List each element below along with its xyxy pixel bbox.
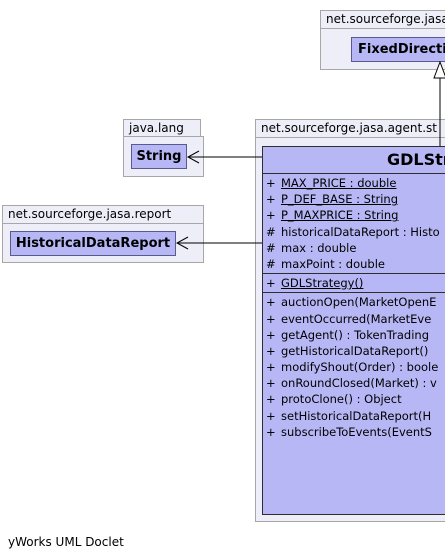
package-tab-agent: net.sourceforge.jasa.agent.st — [255, 119, 445, 138]
generalization-arrowhead — [433, 60, 445, 79]
class-title: GDLStr — [263, 147, 445, 174]
package-name: net.sourceforge.jasa.report — [8, 207, 172, 221]
method-row: +subscribeToEvents(EventS — [266, 424, 432, 439]
method-row: +getHistoricalDataReport() — [266, 343, 429, 358]
package-name: net.sourceforge.jasa — [326, 12, 445, 26]
class-name: HistoricalDataReport — [15, 236, 171, 251]
method-row: +protoClone() : Object — [266, 392, 402, 407]
attribute-row: #historicalDataReport : Histo — [266, 224, 440, 239]
method-row: +onRoundClosed(Market) : v — [266, 376, 437, 391]
class-string[interactable]: String — [131, 144, 187, 169]
constructor-row: +GDLStrategy() — [266, 276, 364, 291]
package-tab-report: net.sourceforge.jasa.report — [2, 205, 204, 224]
footer-credit: yWorks UML Doclet — [8, 535, 124, 549]
attribute-row: #max : double — [266, 240, 357, 255]
method-row: +getAgent() : TokenTrading — [266, 327, 429, 342]
class-gdl-strategy[interactable]: GDLStr +MAX_PRICE : double +P_DEF_BASE :… — [262, 146, 445, 515]
methods-section: +auctionOpen(MarketOpenE +eventOccurred(… — [263, 293, 445, 440]
constructors-section: +GDLStrategy() — [263, 274, 445, 294]
open-arrow-string — [186, 150, 200, 164]
attribute-row: +P_MAXPRICE : String — [266, 208, 399, 223]
attribute-row: #maxPoint : double — [266, 256, 385, 271]
package-name: java.lang — [129, 121, 184, 135]
attribute-row: +MAX_PRICE : double — [266, 176, 397, 190]
attribute-row: +P_DEF_BASE : String — [266, 192, 398, 207]
method-row: +eventOccurred(MarketEve — [266, 311, 432, 326]
class-name: String — [136, 149, 182, 164]
open-arrow-historical-data-report — [175, 236, 189, 250]
class-fixed-direction[interactable]: FixedDirecti — [351, 37, 445, 62]
class-name: FixedDirecti — [358, 42, 445, 57]
method-row: +setHistoricalDataReport(H — [266, 408, 432, 423]
class-historical-data-report[interactable]: HistoricalDataReport — [10, 231, 176, 256]
method-row: +modifyShout(Order) : boole — [266, 360, 439, 375]
attributes-section: +MAX_PRICE : double +P_DEF_BASE : String… — [263, 174, 445, 275]
method-row: +auctionOpen(MarketOpenE — [266, 295, 437, 310]
package-name: net.sourceforge.jasa.agent.st — [261, 121, 438, 135]
